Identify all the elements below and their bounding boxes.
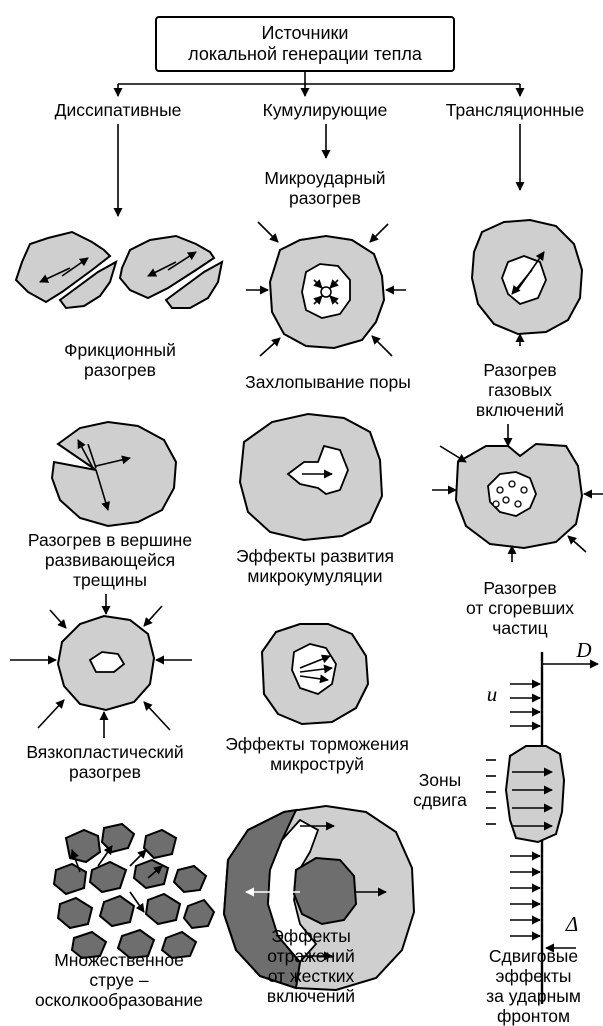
label-pore-collapse: Захлопывание поры xyxy=(218,372,438,392)
label-shear-effects: Сдвиговые эффекты за ударным фронтом xyxy=(464,946,603,1026)
label-rigid-reflections: Эффекты отражений от жестких включений xyxy=(236,926,386,1006)
label-microjet-braking: Эффекты торможения микроструй xyxy=(204,734,430,774)
label-microcumulation: Эффекты развития микрокумуляции xyxy=(210,546,420,586)
title-box: Источники локальной генерации тепла xyxy=(155,16,455,72)
label-cumulative: Кумулирующие xyxy=(230,100,420,120)
label-gas-inclusions: Разогрев газовых включений xyxy=(440,360,600,420)
friction-grains xyxy=(16,232,222,308)
label-translational: Трансляционные xyxy=(430,100,600,120)
label-shear-zones: Зоны сдвига xyxy=(400,770,480,810)
label-viscoplastic: Вязкопластический разогрев xyxy=(0,742,210,782)
symbol-u: u xyxy=(482,684,502,704)
label-fragmentation: Множественное струе – осколкообразование xyxy=(14,950,224,1010)
label-micro-impact: Микроударный разогрев xyxy=(240,168,410,208)
crack-tip-grain xyxy=(52,422,176,526)
microcumulation-grain xyxy=(240,414,382,540)
viscoplastic-grain xyxy=(10,594,192,738)
fragmentation-grains xyxy=(54,824,214,958)
symbol-D: D xyxy=(572,640,596,660)
pore-collapse-grain xyxy=(246,222,406,356)
gas-inclusion-grain xyxy=(472,220,582,346)
label-dissipative: Диссипативные xyxy=(28,100,208,120)
microjet-braking-grain xyxy=(262,624,368,724)
label-friction: Фрикционный разогрев xyxy=(20,340,220,380)
burnt-particles-grain xyxy=(432,424,603,562)
symbol-delta: Δ xyxy=(560,914,584,934)
label-crack-tip: Разогрев в вершине развивающейся трещины xyxy=(0,530,220,590)
label-burnt-particles: Разогрев от сгоревших частиц xyxy=(440,578,600,638)
